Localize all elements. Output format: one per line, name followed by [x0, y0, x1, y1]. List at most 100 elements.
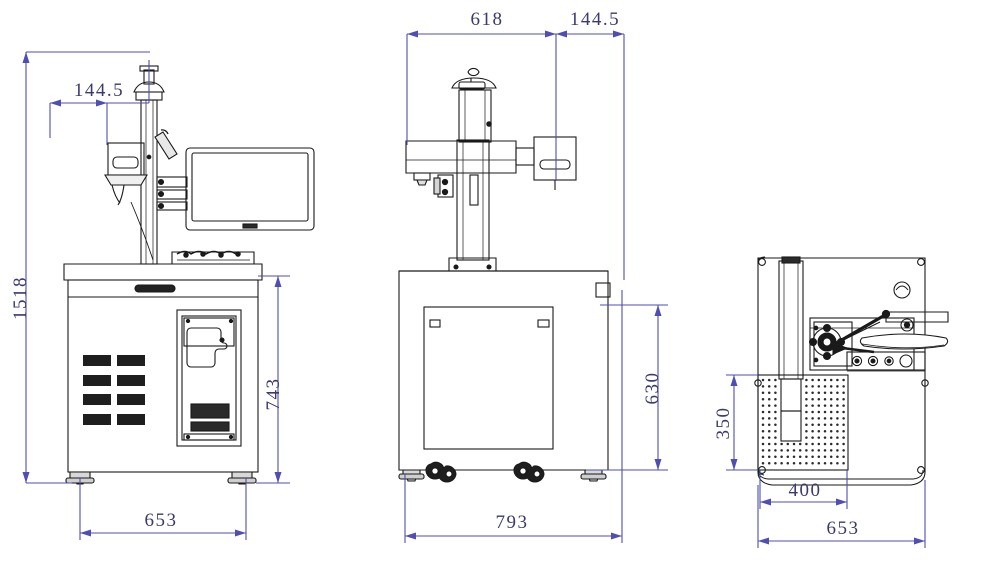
monitor-arm: [156, 176, 188, 211]
corner-fixing-br: [917, 466, 925, 474]
worktable-hole: [842, 404, 845, 407]
worktable-hole: [774, 378, 777, 382]
dim-618-arrow-right: [545, 30, 556, 38]
dim-label-cabinet-width: 653: [827, 518, 860, 539]
worktable-hole: [811, 442, 814, 446]
dim-653-arrow-left: [80, 529, 91, 537]
monitor-back-plate: [885, 311, 949, 323]
worktable-hole: [805, 436, 808, 439]
worktable-hole: [798, 449, 802, 452]
worktable-hole: [811, 410, 814, 414]
worktable-hole: [842, 410, 845, 414]
worktable-hole: [811, 378, 814, 382]
worktable-hole: [829, 397, 833, 401]
arm-link-1b: [832, 321, 881, 346]
worktable-hole: [786, 455, 790, 459]
dim-630-arrow-bottom: [654, 459, 662, 470]
scan-head-skirt-2: [117, 184, 125, 206]
worktable-hole: [836, 449, 839, 452]
worktable-hole: [842, 442, 845, 446]
panel-bar-2: [190, 421, 230, 432]
dim-653-arrow-right: [235, 529, 246, 537]
worktable-hole: [761, 455, 765, 459]
top-port-ring: [893, 281, 911, 299]
worktable-hole: [761, 410, 765, 414]
monitor-swivel-hub: [900, 318, 914, 332]
worktable-hole: [836, 391, 839, 395]
source-indicator: [486, 121, 492, 127]
arm-wedge: [832, 342, 849, 355]
worktable-hole: [761, 436, 765, 439]
side-access-panel: [176, 309, 242, 447]
panel-screw: [219, 337, 225, 343]
monitor-arm-upper: [156, 176, 188, 188]
worktable-hole: [767, 385, 771, 388]
worktable-hole: [817, 449, 821, 452]
worktable-hole: [774, 391, 777, 395]
worktable-hole: [823, 410, 827, 414]
worktable-hole: [829, 461, 833, 465]
worktable-hole: [823, 449, 827, 452]
dim-350-arrow-top: [730, 375, 738, 386]
side-view: 1518 144.5 743 653: [10, 51, 315, 540]
panel-bar-1: [190, 403, 230, 419]
worktable-hole: [836, 410, 839, 414]
cabinet-outline-top: [757, 257, 926, 486]
worktable-hole: [798, 455, 802, 459]
worktable-hole: [829, 455, 833, 459]
worktable-hole: [811, 404, 814, 407]
worktable-hole: [823, 436, 827, 439]
cabinet-notch: [595, 282, 611, 298]
dim-label-head-overhang: 144.5: [570, 9, 620, 30]
worktable-hole: [774, 397, 777, 401]
vent-slots: [83, 355, 145, 425]
worktable-hole: [817, 461, 821, 465]
worktable-hole: [786, 442, 790, 446]
worktable-hole: [829, 385, 833, 388]
worktable-hole: [774, 449, 777, 452]
worktable-hole: [767, 442, 771, 446]
worktable-hole: [792, 455, 796, 459]
dim-144-5-arrow-left: [556, 30, 567, 38]
worktable-hole: [817, 391, 821, 395]
worktable-hole: [786, 449, 790, 452]
worktable-hole: [786, 461, 790, 465]
source-collar: [458, 81, 486, 90]
worktable-hole: [811, 385, 814, 388]
worktable-hole: [823, 461, 827, 465]
side-fixing-right: [921, 379, 929, 387]
worktable-hole: [780, 455, 783, 459]
worktable-hole: [829, 391, 833, 395]
worktable-hole: [836, 417, 839, 420]
button-3: [884, 356, 894, 366]
worktable-hole: [761, 397, 765, 401]
worktable-hole: [774, 461, 777, 465]
worktable-hole: [805, 423, 808, 427]
panel-corner-screw-br: [228, 434, 234, 440]
worktable-hole: [805, 391, 808, 395]
fiber-eyelet: [467, 67, 480, 77]
button-1: [851, 355, 863, 367]
dim-label-overall-width: 793: [496, 512, 529, 533]
worktable-hole: [829, 423, 833, 427]
dim-1518-arrow-top: [22, 52, 30, 63]
worktable-hole: [774, 417, 777, 420]
cabinet-rounded-front: [757, 469, 924, 480]
panel-top-rail: [183, 317, 235, 347]
corner-fixing-tl: [758, 258, 766, 266]
scan-head-shroud: [104, 174, 148, 186]
worktable-hole: [780, 449, 783, 452]
worktable-hole: [767, 404, 771, 407]
worktable-hole: [836, 442, 839, 446]
worktable-hole: [842, 436, 845, 439]
worktable-hole: [817, 417, 821, 420]
worktable-hole: [842, 429, 845, 433]
worktable-hole: [811, 397, 814, 401]
worktable-hole: [823, 397, 827, 401]
dim-label-cabinet-height: 630: [642, 372, 663, 405]
panel-bottom-rail: [183, 433, 235, 441]
caster-right: [513, 461, 545, 483]
worktable-hole: [761, 442, 765, 446]
worktable-hole: [792, 449, 796, 452]
worktable-hole: [823, 455, 827, 459]
